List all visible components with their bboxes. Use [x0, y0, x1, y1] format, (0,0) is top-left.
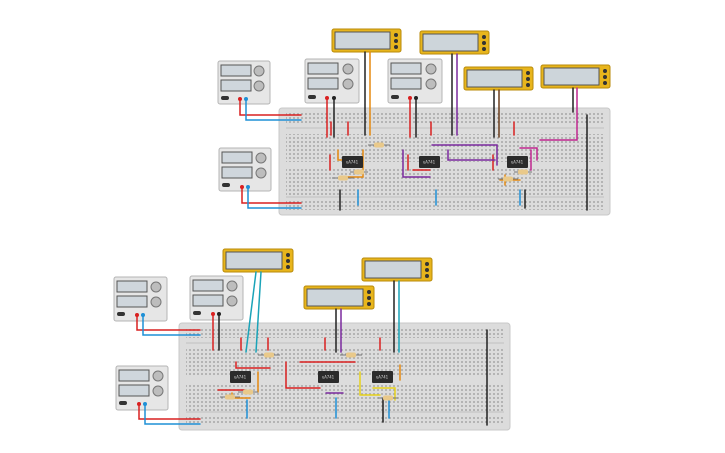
multimeter-bottom-3[interactable] — [303, 285, 375, 310]
resistor — [220, 394, 240, 400]
resistor — [498, 176, 518, 182]
ic-chip-top-2[interactable] — [419, 156, 440, 168]
power-supply-bottom-3[interactable] — [115, 365, 169, 411]
power-supply-bottom-1[interactable] — [113, 276, 168, 322]
ic-chip-top-1[interactable] — [342, 156, 363, 168]
power-supply-top-4[interactable] — [218, 147, 272, 192]
multimeter-top-3[interactable] — [463, 66, 534, 91]
resistor — [340, 352, 362, 358]
breadboard-bottom[interactable] — [178, 322, 511, 431]
resistor — [332, 175, 354, 181]
resistor — [378, 395, 398, 401]
multimeter-bottom-2[interactable] — [361, 257, 433, 282]
multimeter-bottom-1[interactable] — [222, 248, 294, 273]
resistor — [258, 352, 280, 358]
wires-bottom — [136, 271, 488, 426]
power-supply-top-3[interactable] — [387, 58, 443, 104]
ic-chip-bottom-3[interactable] — [372, 371, 393, 383]
multimeter-top-1[interactable] — [331, 28, 402, 53]
resistors-top — [332, 142, 532, 182]
power-supply-top-1[interactable] — [217, 60, 271, 105]
resistors-bottom — [220, 352, 398, 401]
multimeter-top-2[interactable] — [419, 30, 490, 55]
multimeter-top-4[interactable] — [540, 64, 611, 89]
resistor — [238, 389, 258, 395]
resistor — [368, 142, 390, 148]
circuit-top — [217, 28, 611, 216]
ic-chip-top-3[interactable] — [507, 156, 528, 168]
resistor — [514, 169, 532, 175]
power-supply-top-2[interactable] — [304, 58, 360, 104]
ic-chip-bottom-2[interactable] — [318, 371, 339, 383]
breadboard-top[interactable] — [278, 107, 611, 216]
ic-chip-bottom-1[interactable] — [230, 371, 251, 383]
resistor — [350, 169, 368, 175]
circuit-bottom — [113, 248, 511, 431]
power-supply-bottom-2[interactable] — [189, 275, 244, 321]
wires-top — [239, 51, 588, 211]
